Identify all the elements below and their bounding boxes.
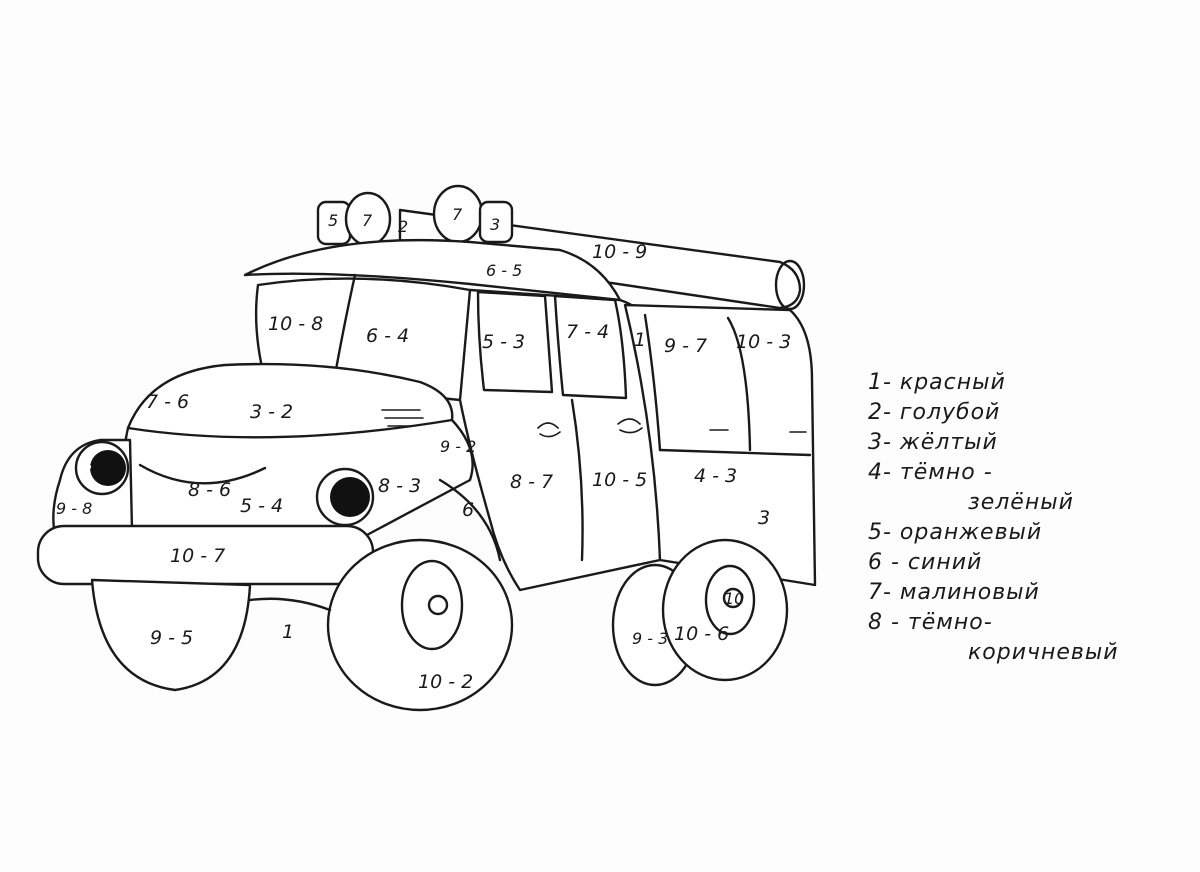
lbl-side-window-1: 5 - 3 (482, 331, 525, 353)
legend-item-6: 6 - синий (868, 550, 983, 575)
legend-item-7: 7- малиновый (868, 580, 1040, 605)
lbl-cab-side-strip: 6 (462, 499, 474, 521)
lbl-lamp-right-2: 3 (490, 215, 500, 234)
windshield-divider (333, 273, 357, 377)
lbl-headlight-right-ring: 8 - 3 (378, 475, 421, 497)
legend-item-4-cont: зелёный (968, 490, 1074, 515)
lbl-axle: 1 (282, 621, 294, 643)
door-handle-2 (617, 418, 643, 434)
lbl-ladder: 10 - 9 (592, 241, 647, 263)
wheel-rear-hub-shape (722, 587, 744, 609)
lbl-door-2: 10 - 5 (592, 469, 647, 491)
lbl-hood: 3 - 2 (250, 401, 293, 423)
lbl-side-window-2: 7 - 4 (566, 321, 609, 343)
lbl-windshield-right: 6 - 4 (366, 325, 409, 347)
wheel-front-right-rim (400, 559, 464, 651)
wheel-rear-rim (704, 564, 756, 636)
lamp-right-2-shape (478, 200, 514, 244)
window-1-outline (476, 290, 554, 394)
lbl-headlight-left: 3 (82, 461, 92, 480)
lbl-lamp-right: 7 (452, 205, 463, 224)
rear-divider-2 (726, 316, 752, 452)
lbl-lamp-left-3: 2 (398, 217, 408, 236)
headlight-left-lens (90, 450, 126, 486)
lbl-front-face: 5 - 4 (240, 495, 283, 517)
rear-divider-1 (643, 313, 662, 452)
wheel-front-left-shape (90, 578, 252, 692)
color-legend: 1- красный 2- голубой 3- жёлтый 4- тёмно… (868, 368, 1119, 668)
lbl-door-1: 8 - 7 (510, 471, 553, 493)
lbl-fender-left: 9 - 8 (56, 499, 92, 518)
lbl-hub-rear: 10 (724, 589, 744, 608)
lbl-wheel-rear: 10 - 6 (674, 623, 729, 645)
legend-item-2: 2- голубой (868, 400, 1001, 425)
door-split (570, 398, 584, 562)
lbl-lamp-left: 5 (328, 211, 338, 230)
lbl-roof: 6 - 5 (486, 261, 522, 280)
lbl-rear-fender: 3 (758, 507, 770, 529)
axle-shape (248, 597, 332, 612)
window-2-outline (553, 294, 628, 400)
cab-side-strip-shape (438, 478, 502, 562)
legend-item-8: 8 - тёмно- (868, 610, 993, 635)
lbl-fender-top: 7 - 6 (146, 391, 189, 413)
lbl-lamp-left-2: 7 (362, 211, 373, 230)
legend-item-8-cont: коричневый (968, 640, 1119, 665)
grille-curve (138, 463, 267, 485)
legend-item-5: 5- оранжевый (868, 520, 1043, 545)
rear-body-shape (623, 303, 817, 587)
headlight-right-lens (330, 477, 370, 517)
lbl-wheel-front-left: 9 - 5 (150, 627, 193, 649)
lbl-bumper: 10 - 7 (170, 545, 225, 567)
wheel-rear-shape (661, 538, 789, 682)
wheel-front-right-shape (326, 538, 514, 712)
legend-item-3: 3- жёлтый (868, 430, 998, 455)
lbl-windshield-left: 10 - 8 (268, 313, 323, 335)
lbl-rear-panel-2: 10 - 3 (736, 331, 791, 353)
lbl-wheel-rear-inner: 9 - 3 (632, 629, 668, 648)
legend-item-1: 1- красный (868, 370, 1006, 395)
lbl-rear-panel-1: 9 - 7 (664, 335, 707, 357)
roof-band (243, 238, 622, 302)
lbl-grille: 8 - 6 (188, 479, 231, 501)
wheel-front-right-hub (427, 594, 449, 616)
lbl-cab-edge: 9 - 2 (440, 437, 476, 456)
door-handle-1 (537, 422, 561, 438)
lbl-wheel-front-right: 10 - 2 (418, 671, 473, 693)
legend-item-4: 4- тёмно - (868, 460, 993, 485)
lbl-rear-body: 4 - 3 (694, 465, 737, 487)
lbl-rear-strip: 1 (634, 329, 646, 351)
rear-divider-3 (658, 448, 812, 457)
